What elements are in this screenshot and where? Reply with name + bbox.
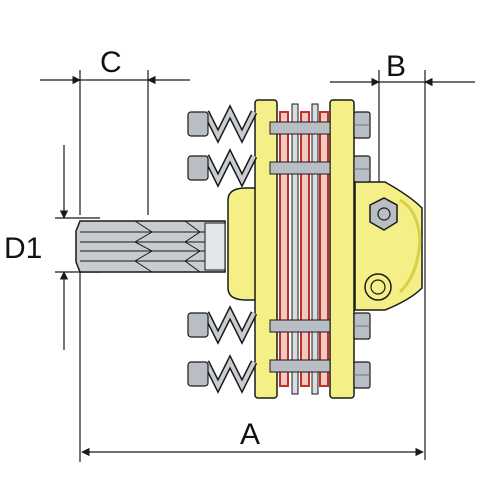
hex-bolt-icon bbox=[364, 273, 392, 301]
hex-nut-icon bbox=[353, 312, 371, 340]
dimension-a-label: A bbox=[240, 418, 260, 451]
compression-spring-icon bbox=[187, 354, 258, 394]
splined-shaft-icon bbox=[75, 220, 226, 273]
dimension-b-label: B bbox=[386, 50, 406, 83]
hex-nut-icon bbox=[353, 111, 371, 139]
dimension-b bbox=[330, 70, 475, 460]
dimension-a bbox=[79, 270, 424, 462]
friction-disc-pack bbox=[254, 99, 355, 399]
hex-nut-icon bbox=[353, 155, 371, 183]
compression-spring-icon bbox=[187, 305, 258, 345]
dimension-c-label: C bbox=[100, 46, 122, 79]
compression-spring-icon bbox=[187, 104, 258, 144]
compression-spring-icon bbox=[187, 148, 258, 188]
hex-nut-icon bbox=[353, 361, 371, 389]
dimension-d1-label: D1 bbox=[4, 232, 42, 265]
dimension-c bbox=[40, 70, 190, 215]
hex-bolt-icon bbox=[369, 197, 398, 231]
